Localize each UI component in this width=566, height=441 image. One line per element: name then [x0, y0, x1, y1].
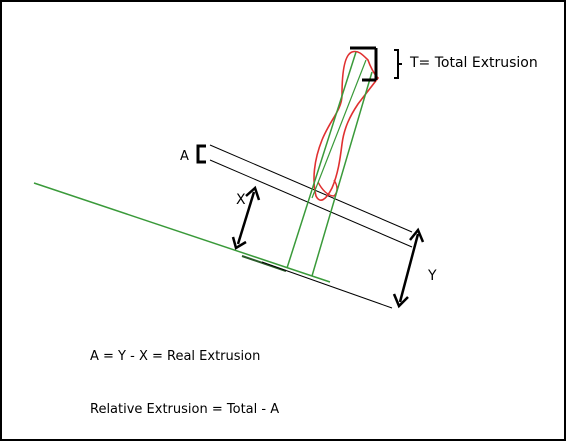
x-arrow-head-top-icon [245, 185, 261, 201]
upper-parallel-line-2 [209, 159, 413, 248]
a-bracket-icon [196, 144, 206, 164]
x-arrow-head-bottom-icon [231, 236, 247, 250]
t-brace-icon [394, 49, 402, 79]
y-arrow-shaft [398, 233, 420, 303]
y-arrow-head-bottom-icon [392, 293, 409, 309]
upper-parallel-line-1 [209, 144, 413, 233]
t-bracket-icon [350, 46, 378, 82]
tooth-root-curve-red [317, 179, 338, 197]
x-arrow-shaft [236, 191, 256, 245]
y-label: Y [427, 268, 437, 284]
t-label: T= Total Extrusion [409, 55, 538, 71]
tooth-axis-line-2 [311, 71, 373, 277]
tooth-axis-line-1 [286, 51, 357, 269]
a-label: A [180, 149, 189, 164]
formula-real-extrusion: A = Y - X = Real Extrusion [90, 349, 260, 364]
base-ridge-line [33, 182, 331, 283]
y-arrow-head-top-icon [409, 227, 425, 243]
tooth-axis-line-3 [311, 59, 367, 199]
lower-parallel-line [261, 261, 393, 309]
formula-relative-extrusion: Relative Extrusion = Total - A [90, 402, 279, 417]
base-dark-segment [241, 255, 287, 272]
x-label: X [236, 192, 246, 208]
